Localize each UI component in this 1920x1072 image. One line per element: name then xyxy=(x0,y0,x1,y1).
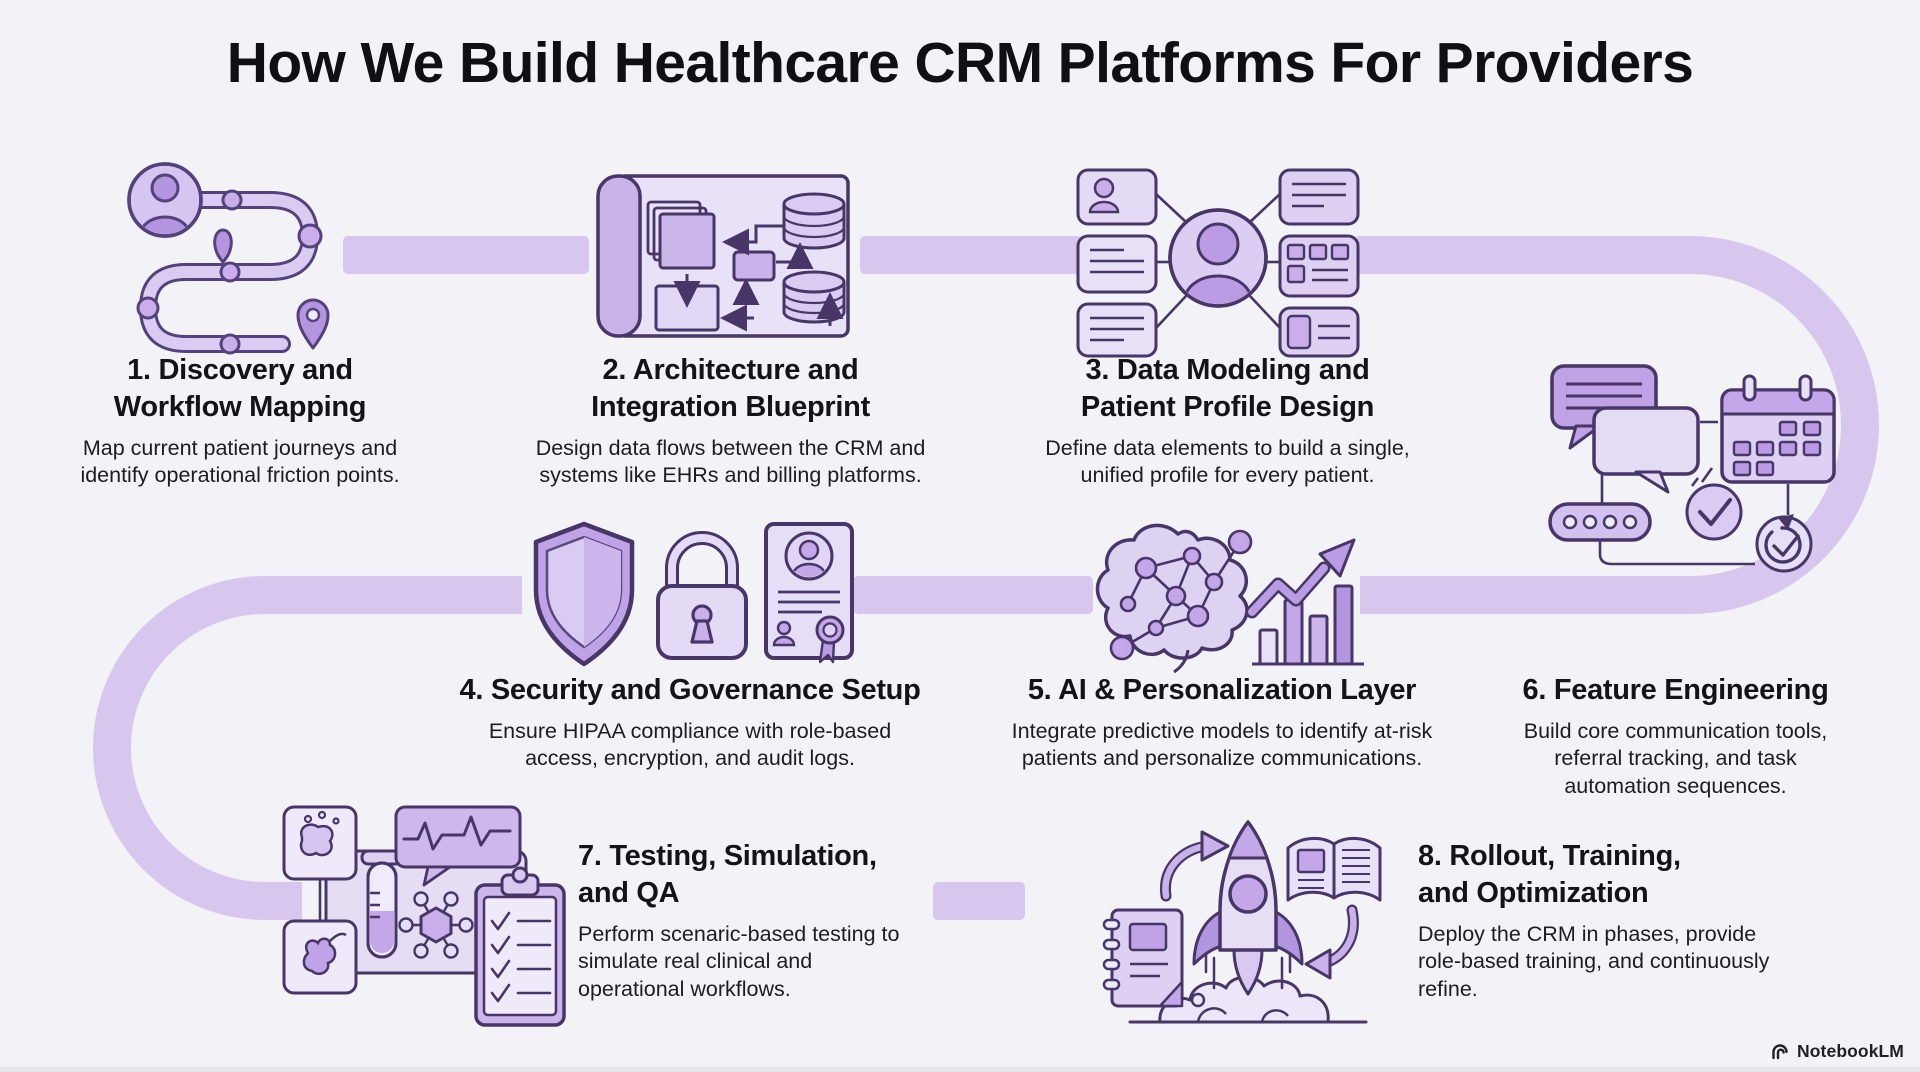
step-4-title: 4. Security and Governance Setup xyxy=(459,674,921,706)
step-8: 8. Rollout, Training, and Optimization D… xyxy=(1418,838,1808,1003)
step-3: 3. Data Modeling and Patient Profile Des… xyxy=(1025,352,1430,490)
step-4: 4. Security and Governance Setup Ensure … xyxy=(415,672,965,773)
step-7-desc: Perform scenaric-based testing to simula… xyxy=(578,921,900,1001)
notebooklm-watermark: NotebookLM xyxy=(1770,1041,1904,1062)
step-8-desc: Deploy the CRM in phases, provide role-b… xyxy=(1418,921,1770,1001)
communication-calendar-tools-icon xyxy=(1542,352,1847,582)
step-6-title: 6. Feature Engineering xyxy=(1522,674,1829,706)
journey-map-icon xyxy=(110,158,370,356)
connector-4-5 xyxy=(853,576,1093,614)
step-1-desc: Map current patient journeys and identif… xyxy=(80,435,400,488)
shield-lock-certificate-icon xyxy=(522,518,858,670)
step-7: 7. Testing, Simulation, and QA Perform s… xyxy=(578,838,948,1003)
step-5-desc: Integrate predictive models to identify … xyxy=(1011,718,1433,771)
step-5: 5. AI & Personalization Layer Integrate … xyxy=(972,672,1472,773)
step-1-title: 1. Discovery and Workflow Mapping xyxy=(113,354,367,423)
rocket-launch-training-icon xyxy=(1102,792,1394,1034)
page-title: How We Build Healthcare CRM Platforms Fo… xyxy=(226,31,1694,95)
ai-brain-chart-icon xyxy=(1080,512,1370,682)
step-2: 2. Architecture and Integration Blueprin… xyxy=(528,352,933,490)
testing-lab-checklist-icon xyxy=(278,793,573,1031)
step-3-desc: Define data elements to build a single, … xyxy=(1045,435,1410,488)
step-3-title: 3. Data Modeling and Patient Profile Des… xyxy=(1080,354,1375,423)
bottom-strip xyxy=(0,1067,1920,1072)
architecture-blueprint-icon xyxy=(588,158,860,358)
step-6: 6. Feature Engineering Build core commun… xyxy=(1478,672,1873,800)
patient-profile-hub-icon xyxy=(1072,160,1364,358)
step-4-desc: Ensure HIPAA compliance with role-based … xyxy=(488,718,892,771)
step-1: 1. Discovery and Workflow Mapping Map cu… xyxy=(55,352,425,490)
step-7-title: 7. Testing, Simulation, and QA xyxy=(578,840,877,909)
connector-7-8 xyxy=(933,882,1025,920)
step-2-title: 2. Architecture and Integration Blueprin… xyxy=(591,354,870,423)
notebooklm-logo-icon xyxy=(1772,1043,1788,1059)
step-8-title: 8. Rollout, Training, and Optimization xyxy=(1418,840,1681,909)
connector-left-curve xyxy=(93,576,522,920)
step-5-title: 5. AI & Personalization Layer xyxy=(1027,674,1417,706)
step-2-desc: Design data flows between the CRM and sy… xyxy=(535,435,926,488)
step-6-desc: Build core communication tools, referral… xyxy=(1523,718,1828,798)
watermark-label: NotebookLM xyxy=(1797,1041,1904,1061)
connector-right-curve xyxy=(1357,236,1879,614)
connector-1-2 xyxy=(343,236,589,274)
connector-2-3 xyxy=(860,236,1082,274)
